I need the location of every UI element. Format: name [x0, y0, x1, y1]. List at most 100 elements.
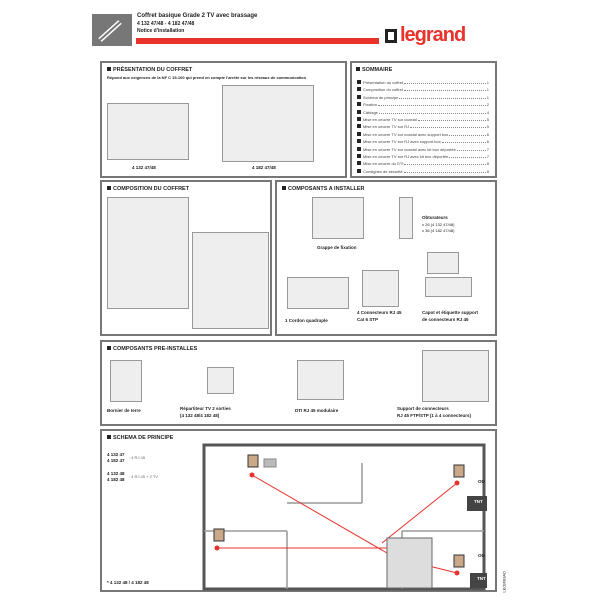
section-title: SOMMAIRE — [356, 67, 392, 73]
section-preinstalled: COMPOSANTS PRE-INSTALLES Bornier de terr… — [100, 340, 497, 426]
support-image — [422, 350, 489, 402]
tnt-label: TNT — [474, 499, 483, 504]
rj45-image — [362, 270, 399, 307]
section-title: COMPOSITION DU COFFRET — [107, 186, 189, 192]
sommaire-label: Schéma de principe — [363, 94, 399, 100]
dot-leader — [403, 169, 486, 173]
legrand-logo: legrand — [385, 24, 466, 47]
sommaire-item: Mise en oeuvre TV sur RJ avec kit box dé… — [357, 154, 489, 159]
cabinet-large-image — [222, 85, 314, 162]
label: RJ 45 FTP/STP (1 à 4 connecteurs) — [397, 413, 471, 418]
sommaire-label: Mise en oeuvre TV sur RJ — [363, 124, 410, 130]
sommaire-page: 5 — [486, 124, 489, 130]
sommaire-item: Schéma de principe 1 — [357, 95, 489, 100]
dot-leader — [441, 139, 486, 144]
red-bar — [136, 38, 379, 44]
sommaire-item: Câblage 4 — [357, 110, 489, 115]
label: x 36 (4 182 47/48) — [422, 228, 455, 233]
dot-leader — [378, 102, 486, 107]
section-title: COMPOSANTS PRE-INSTALLES — [107, 346, 197, 352]
label: Grappe de fixation — [317, 245, 357, 250]
label: 4 Connecteurs RJ 45 — [357, 310, 402, 315]
sommaire-page: 6 — [486, 139, 489, 145]
sommaire-page: 7 — [486, 146, 489, 152]
ref-desc: : 4 RJ 45 + 2 TV — [129, 474, 158, 479]
ref: 4 182 47 — [107, 458, 125, 463]
capot-image — [427, 252, 459, 274]
section-presentation: PRÉSENTATION DU COFFRET Répond aux exige… — [100, 61, 347, 178]
sommaire-item: Mise en oeuvre TV sur coaxial avec suppo… — [357, 132, 489, 137]
label: 1 Cordon quadruple — [285, 318, 328, 323]
label: x 26 (4 132 47/48) — [422, 222, 455, 227]
sommaire-page: 8 — [486, 168, 489, 174]
dot-leader — [417, 117, 486, 121]
sommaire-label: Câblage — [363, 109, 378, 115]
obturateur-image — [399, 197, 413, 239]
sommaire-page: 4 — [486, 109, 489, 115]
dot-leader — [449, 154, 486, 158]
tnt-label: TNT — [477, 576, 486, 581]
or-label: OU — [478, 553, 485, 558]
bornier-image — [110, 360, 142, 402]
doc-refs: 4 132 47/48 - 4 182 47/48 — [137, 21, 195, 27]
sommaire-label: Fixation — [363, 102, 378, 108]
cabinet-image — [192, 232, 269, 329]
cabinet-small-image — [107, 103, 189, 160]
sommaire-label: Mise en oeuvre TV sur coaxial — [363, 117, 417, 122]
sommaire-item: Mise en oeuvre TV sur coaxial avec kit b… — [357, 147, 489, 152]
label: 4 132 47/48 — [132, 165, 156, 170]
dti-image — [297, 360, 344, 400]
doc-title: Coffret basique Grade 2 TV avec brassage — [137, 13, 258, 19]
section-composition: COMPOSITION DU COFFRET — [100, 180, 272, 336]
dot-leader — [410, 124, 486, 129]
label: 4 182 47/48 — [252, 165, 276, 170]
label: Support de connecteurs — [397, 406, 449, 411]
sommaire-page: 1 — [486, 94, 489, 100]
dot-leader — [404, 80, 486, 84]
exploded-cabinet-image — [107, 197, 189, 309]
ref: 4 132 47 — [107, 452, 125, 457]
header-icon — [92, 14, 132, 46]
dot-leader — [378, 110, 486, 114]
label: (4 132 48/4 182 48) — [180, 413, 220, 418]
section-title: PRÉSENTATION DU COFFRET — [107, 67, 192, 73]
section-title: SCHEMA DE PRINCIPE — [107, 435, 173, 441]
sommaire-item: Mise en oeuvre TV sur RJ 5 — [357, 124, 489, 129]
label: Répartiteur TV 2 sorties — [180, 406, 231, 411]
section-title: COMPOSANTS A INSTALLER — [282, 186, 365, 192]
sommaire-page: 1 — [486, 80, 489, 85]
sommaire-page: 5 — [486, 117, 489, 122]
dot-leader — [404, 161, 486, 166]
sommaire-label: Mise en oeuvre TV sur RJ avec kit box dé… — [363, 154, 449, 159]
etiquette-image — [425, 277, 472, 297]
sommaire-label: Mise en oeuvre TV sur coaxial avec suppo… — [363, 131, 449, 137]
dot-leader — [449, 132, 486, 136]
ref: 4 182 48 — [107, 477, 125, 482]
grappe-image — [312, 197, 364, 239]
sommaire-item: Mise en oeuvre TV sur coaxial 5 — [357, 117, 489, 122]
section-installer: COMPOSANTS A INSTALLER Grappe de fixatio… — [275, 180, 497, 336]
footnote: * 4 132 48 / 4 182 48 — [107, 580, 149, 585]
section-desc: Répond aux exigences de la NF C 15-100 q… — [107, 75, 307, 80]
sommaire-item: Présentation du coffret 1 — [357, 80, 489, 85]
cordon-image — [287, 277, 349, 309]
sommaire-page: 6 — [486, 131, 489, 137]
label: Bornier de terre — [107, 408, 141, 413]
floor-plan-diagram — [202, 443, 487, 591]
doc-subtitle: Notice d'installation — [137, 28, 185, 34]
label: DTI RJ 45 modulaire — [295, 408, 339, 413]
label: Capot et étiquette support — [422, 310, 478, 315]
sommaire-item: Mise en oeuvre TV sur RJ avec support bo… — [357, 139, 489, 144]
sommaire-label: Présentation du coffret — [363, 80, 404, 85]
dot-leader — [399, 95, 486, 99]
section-schema: SCHEMA DE PRINCIPE 4 132 47 4 182 47 : 4… — [100, 429, 507, 593]
doc-code: LE09683AD — [501, 571, 507, 593]
ref-desc: : 4 RJ 45 — [129, 455, 146, 460]
sommaire-label: Mise en oeuvre TV sur RJ avec support bo… — [363, 139, 441, 145]
dot-leader — [456, 147, 486, 151]
label: Obturateurs — [422, 215, 448, 220]
